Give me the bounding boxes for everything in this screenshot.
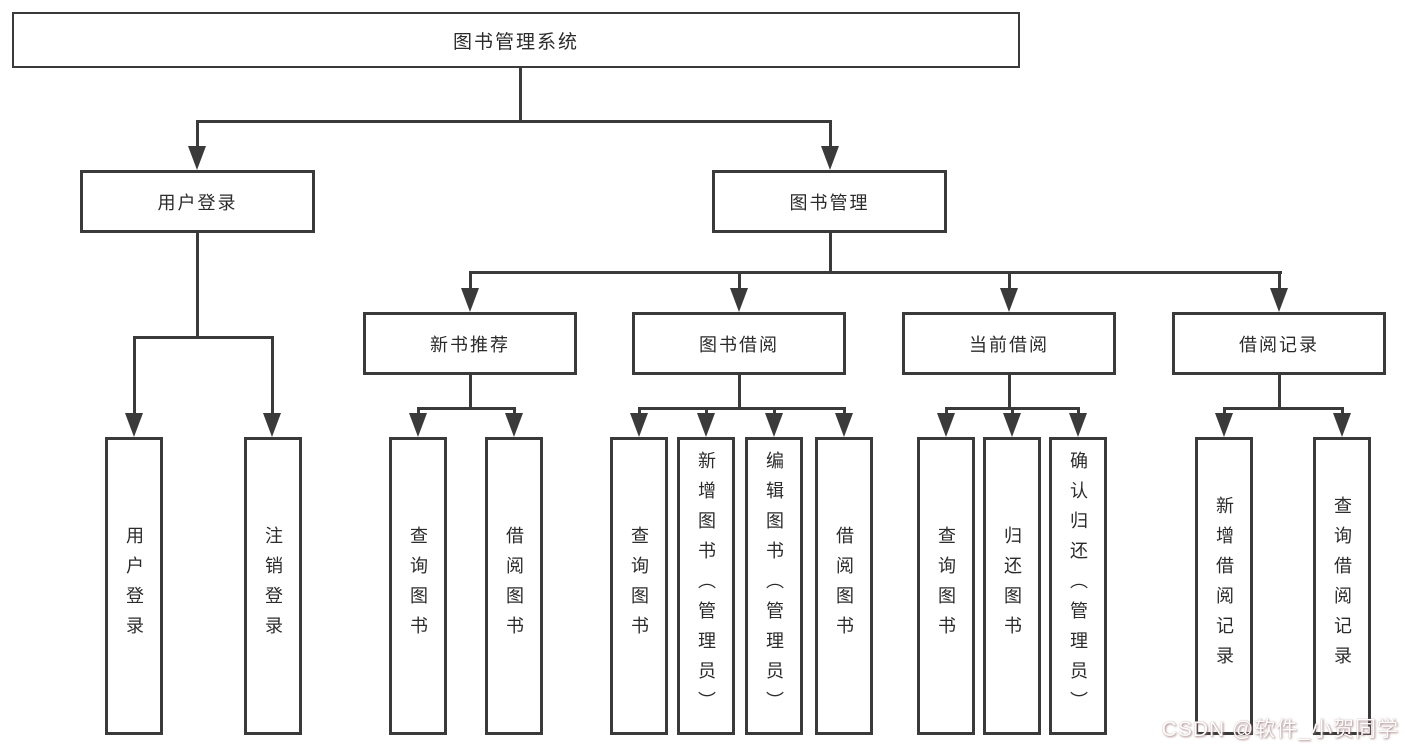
node-library-management-system: 图书管理系统 <box>12 12 1020 68</box>
node-label: 确认归还（管理员） <box>1068 451 1088 721</box>
node-label: 编辑图书（管理员） <box>764 451 784 721</box>
node-label: 新书推荐 <box>430 334 510 355</box>
arrowhead-query-borrow-record <box>1333 413 1351 437</box>
node-leaf-logout: 注销登录 <box>244 437 302 735</box>
csdn-watermark: CSDN @软件_小贺同学 <box>1161 718 1399 741</box>
node-current-borrow: 当前借阅 <box>902 312 1116 375</box>
arrowhead-book-borrow <box>730 288 748 312</box>
node-leaf-borrow-book-1: 借阅图书 <box>485 437 543 735</box>
node-leaf-query-borrow-record: 查询借阅记录 <box>1313 437 1371 735</box>
connector-drop-user-login <box>196 120 199 148</box>
connector-book-borrow-stem <box>738 375 741 407</box>
connector-drop <box>1077 407 1080 415</box>
connector-drop <box>1011 407 1014 415</box>
arrowhead-borrow-book-1 <box>505 413 523 437</box>
connector-drop <box>705 407 708 415</box>
arrowhead-query-book-3 <box>937 413 955 437</box>
connector-borrow-record-branch <box>1223 407 1343 410</box>
connector-drop-logout <box>271 336 274 415</box>
arrowhead-book-management <box>821 146 839 170</box>
arrowhead-login <box>125 413 143 437</box>
connector-drop <box>843 407 846 415</box>
node-label: 借阅图书 <box>504 526 524 646</box>
connector-user-login-stem <box>196 233 199 336</box>
arrowhead-borrow-record <box>1270 288 1288 312</box>
node-label: 当前借阅 <box>969 334 1049 355</box>
connector-drop-book-borrow <box>738 271 741 290</box>
node-label: 图书管理系统 <box>452 31 579 53</box>
connector-drop-book-management <box>829 120 832 148</box>
node-leaf-edit-book-admin: 编辑图书（管理员） <box>745 437 803 735</box>
node-label: 查询借阅记录 <box>1332 496 1352 676</box>
node-label: 新增图书（管理员） <box>696 451 716 721</box>
connector-drop-login <box>133 336 136 415</box>
arrowhead-confirm-return <box>1069 413 1087 437</box>
node-borrow-record: 借阅记录 <box>1172 312 1386 375</box>
connector-book-management-stem <box>829 233 832 271</box>
arrowhead-user-login <box>188 146 206 170</box>
node-leaf-return-book: 归还图书 <box>983 437 1041 735</box>
connector-drop <box>773 407 776 415</box>
connector-drop <box>1341 407 1344 415</box>
connector-drop-new-book <box>469 271 472 290</box>
arrowhead-edit-book <box>765 413 783 437</box>
node-leaf-query-book-2: 查询图书 <box>610 437 668 735</box>
arrowhead-add-borrow-record <box>1215 413 1233 437</box>
node-leaf-user-login: 用户登录 <box>105 437 163 735</box>
connector-current-borrow-stem <box>1008 375 1011 407</box>
node-label: 新增借阅记录 <box>1214 496 1234 676</box>
node-label: 归还图书 <box>1002 526 1022 646</box>
node-new-book-recommend: 新书推荐 <box>363 312 577 375</box>
node-leaf-confirm-return-admin: 确认归还（管理员） <box>1049 437 1107 735</box>
node-leaf-query-book-1: 查询图书 <box>389 437 447 735</box>
connector-drop <box>945 407 948 415</box>
connector-root-stem <box>519 68 522 120</box>
node-label: 图书管理 <box>789 192 870 213</box>
node-leaf-add-borrow-record: 新增借阅记录 <box>1195 437 1253 735</box>
node-book-management: 图书管理 <box>712 170 947 233</box>
node-book-borrow: 图书借阅 <box>632 312 846 375</box>
arrowhead-add-book <box>697 413 715 437</box>
connector-level1-branch <box>196 120 832 123</box>
node-leaf-borrow-book-2: 借阅图书 <box>815 437 873 735</box>
node-label: 注销登录 <box>263 526 283 646</box>
connector-new-book-stem <box>469 375 472 407</box>
connector-drop <box>417 407 420 415</box>
connector-book-borrow-branch <box>638 407 846 410</box>
node-label: 图书借阅 <box>699 334 779 355</box>
node-leaf-add-book-admin: 新增图书（管理员） <box>677 437 735 735</box>
node-label: 查询图书 <box>936 526 956 646</box>
arrowhead-query-book-1 <box>409 413 427 437</box>
arrowhead-query-book-2 <box>630 413 648 437</box>
arrowhead-logout <box>263 413 281 437</box>
node-leaf-query-book-3: 查询图书 <box>917 437 975 735</box>
connector-drop <box>513 407 516 415</box>
connector-borrow-record-stem <box>1278 375 1281 407</box>
connector-drop-borrow-record <box>1278 271 1281 290</box>
arrowhead-new-book <box>461 288 479 312</box>
node-label: 借阅记录 <box>1239 334 1319 355</box>
arrowhead-borrow-book-2 <box>835 413 853 437</box>
arrowhead-return-book <box>1003 413 1021 437</box>
connector-new-book-branch <box>417 407 516 410</box>
node-label: 用户登录 <box>124 526 144 646</box>
connector-level2-branch <box>469 271 1282 274</box>
node-label: 查询图书 <box>629 526 649 646</box>
node-label: 用户登录 <box>157 192 238 213</box>
connector-drop <box>638 407 641 415</box>
node-label: 查询图书 <box>408 526 428 646</box>
arrowhead-current-borrow <box>1000 288 1018 312</box>
connector-drop <box>1223 407 1226 415</box>
node-user-login: 用户登录 <box>80 170 315 233</box>
node-label: 借阅图书 <box>834 526 854 646</box>
connector-drop-current-borrow <box>1008 271 1011 290</box>
connector-user-login-branch <box>133 336 274 339</box>
